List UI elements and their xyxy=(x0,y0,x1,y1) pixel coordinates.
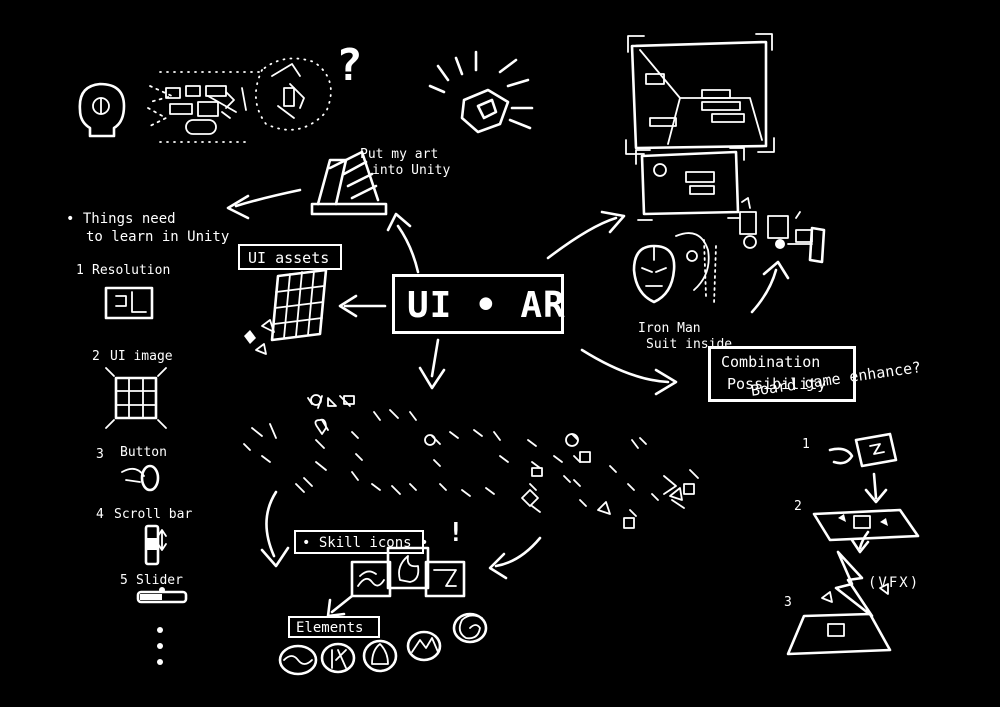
icon-glyphs xyxy=(310,394,695,529)
icons-word-doodle xyxy=(243,395,699,517)
board-tile-sketch xyxy=(812,508,920,542)
learn-item-3-num: 3 xyxy=(96,447,104,462)
put-art-line1: Put my art xyxy=(360,147,439,162)
mockup-frame-bottom xyxy=(635,147,745,221)
center-node: UI • AR xyxy=(392,274,566,334)
learn-item-1-num: 1 xyxy=(76,263,84,278)
combination-box: Combination Possibility xyxy=(708,346,856,402)
ui-component-doodles xyxy=(739,197,826,264)
iron-man-helmet-icon xyxy=(632,244,676,304)
put-art-line2: into Unity xyxy=(372,163,451,178)
wind-element-icon xyxy=(320,642,356,674)
wind-skill-icon xyxy=(424,560,466,598)
learn-item-2-label: UI image xyxy=(110,349,173,364)
spiral-element-icon xyxy=(452,612,488,644)
learn-item-1-label: Resolution xyxy=(92,263,171,278)
elements-box: Elements xyxy=(288,616,380,638)
vfx-step-2: 2 xyxy=(794,499,802,514)
iron-man-line1: Iron Man xyxy=(638,321,701,336)
ui-assets-box: UI assets xyxy=(238,244,342,270)
scroll-bar-sketch xyxy=(144,524,160,566)
elements-label: Elements xyxy=(296,620,364,636)
slider-dotted-bubble xyxy=(255,57,332,131)
combination-line2: Possibility xyxy=(727,375,827,393)
center-title: UI • AR xyxy=(407,285,566,326)
ui-assets-label: UI assets xyxy=(248,249,330,267)
vfx-step-1: 1 xyxy=(802,437,810,452)
learn-heading-2: to learn in Unity xyxy=(86,229,230,245)
unity-logo-icon xyxy=(428,50,534,134)
iron-man-hud-sketch xyxy=(675,232,717,305)
learn-heading-1: • Things need xyxy=(66,211,176,227)
slider-sketch xyxy=(136,587,188,604)
lightbulb-head-icon xyxy=(78,82,126,138)
earth-element-icon xyxy=(406,630,442,662)
fire-skill-icon xyxy=(386,546,430,590)
water-element-icon xyxy=(278,644,318,676)
combination-line1: Combination xyxy=(721,353,821,371)
exclaim-mark: ! xyxy=(448,518,464,548)
learn-item-5-num: 5 xyxy=(120,573,128,588)
learn-item-4-label: Scroll bar xyxy=(114,507,193,522)
learn-item-4-num: 4 xyxy=(96,507,104,522)
learn-item-5-label: Slider xyxy=(136,573,183,588)
ui-image-grid-sketch xyxy=(105,367,167,429)
mockup-frame-top xyxy=(625,33,775,155)
vfx-label: (VFX) xyxy=(868,575,921,591)
fire-element-icon xyxy=(362,639,398,673)
board-tile-sketch-2 xyxy=(786,612,892,656)
water-wave-skill-icon xyxy=(350,560,392,598)
ui-widget-doodles xyxy=(147,71,261,143)
vfx-step-3: 3 xyxy=(784,595,792,610)
learn-item-2-num: 2 xyxy=(92,349,100,364)
resolution-sketch xyxy=(104,286,154,320)
button-press-sketch xyxy=(121,464,160,492)
learn-item-3-label: Button xyxy=(120,445,167,460)
card-hand-sketch xyxy=(828,432,898,468)
more-dots xyxy=(157,627,163,665)
question-mark: ? xyxy=(336,40,363,91)
